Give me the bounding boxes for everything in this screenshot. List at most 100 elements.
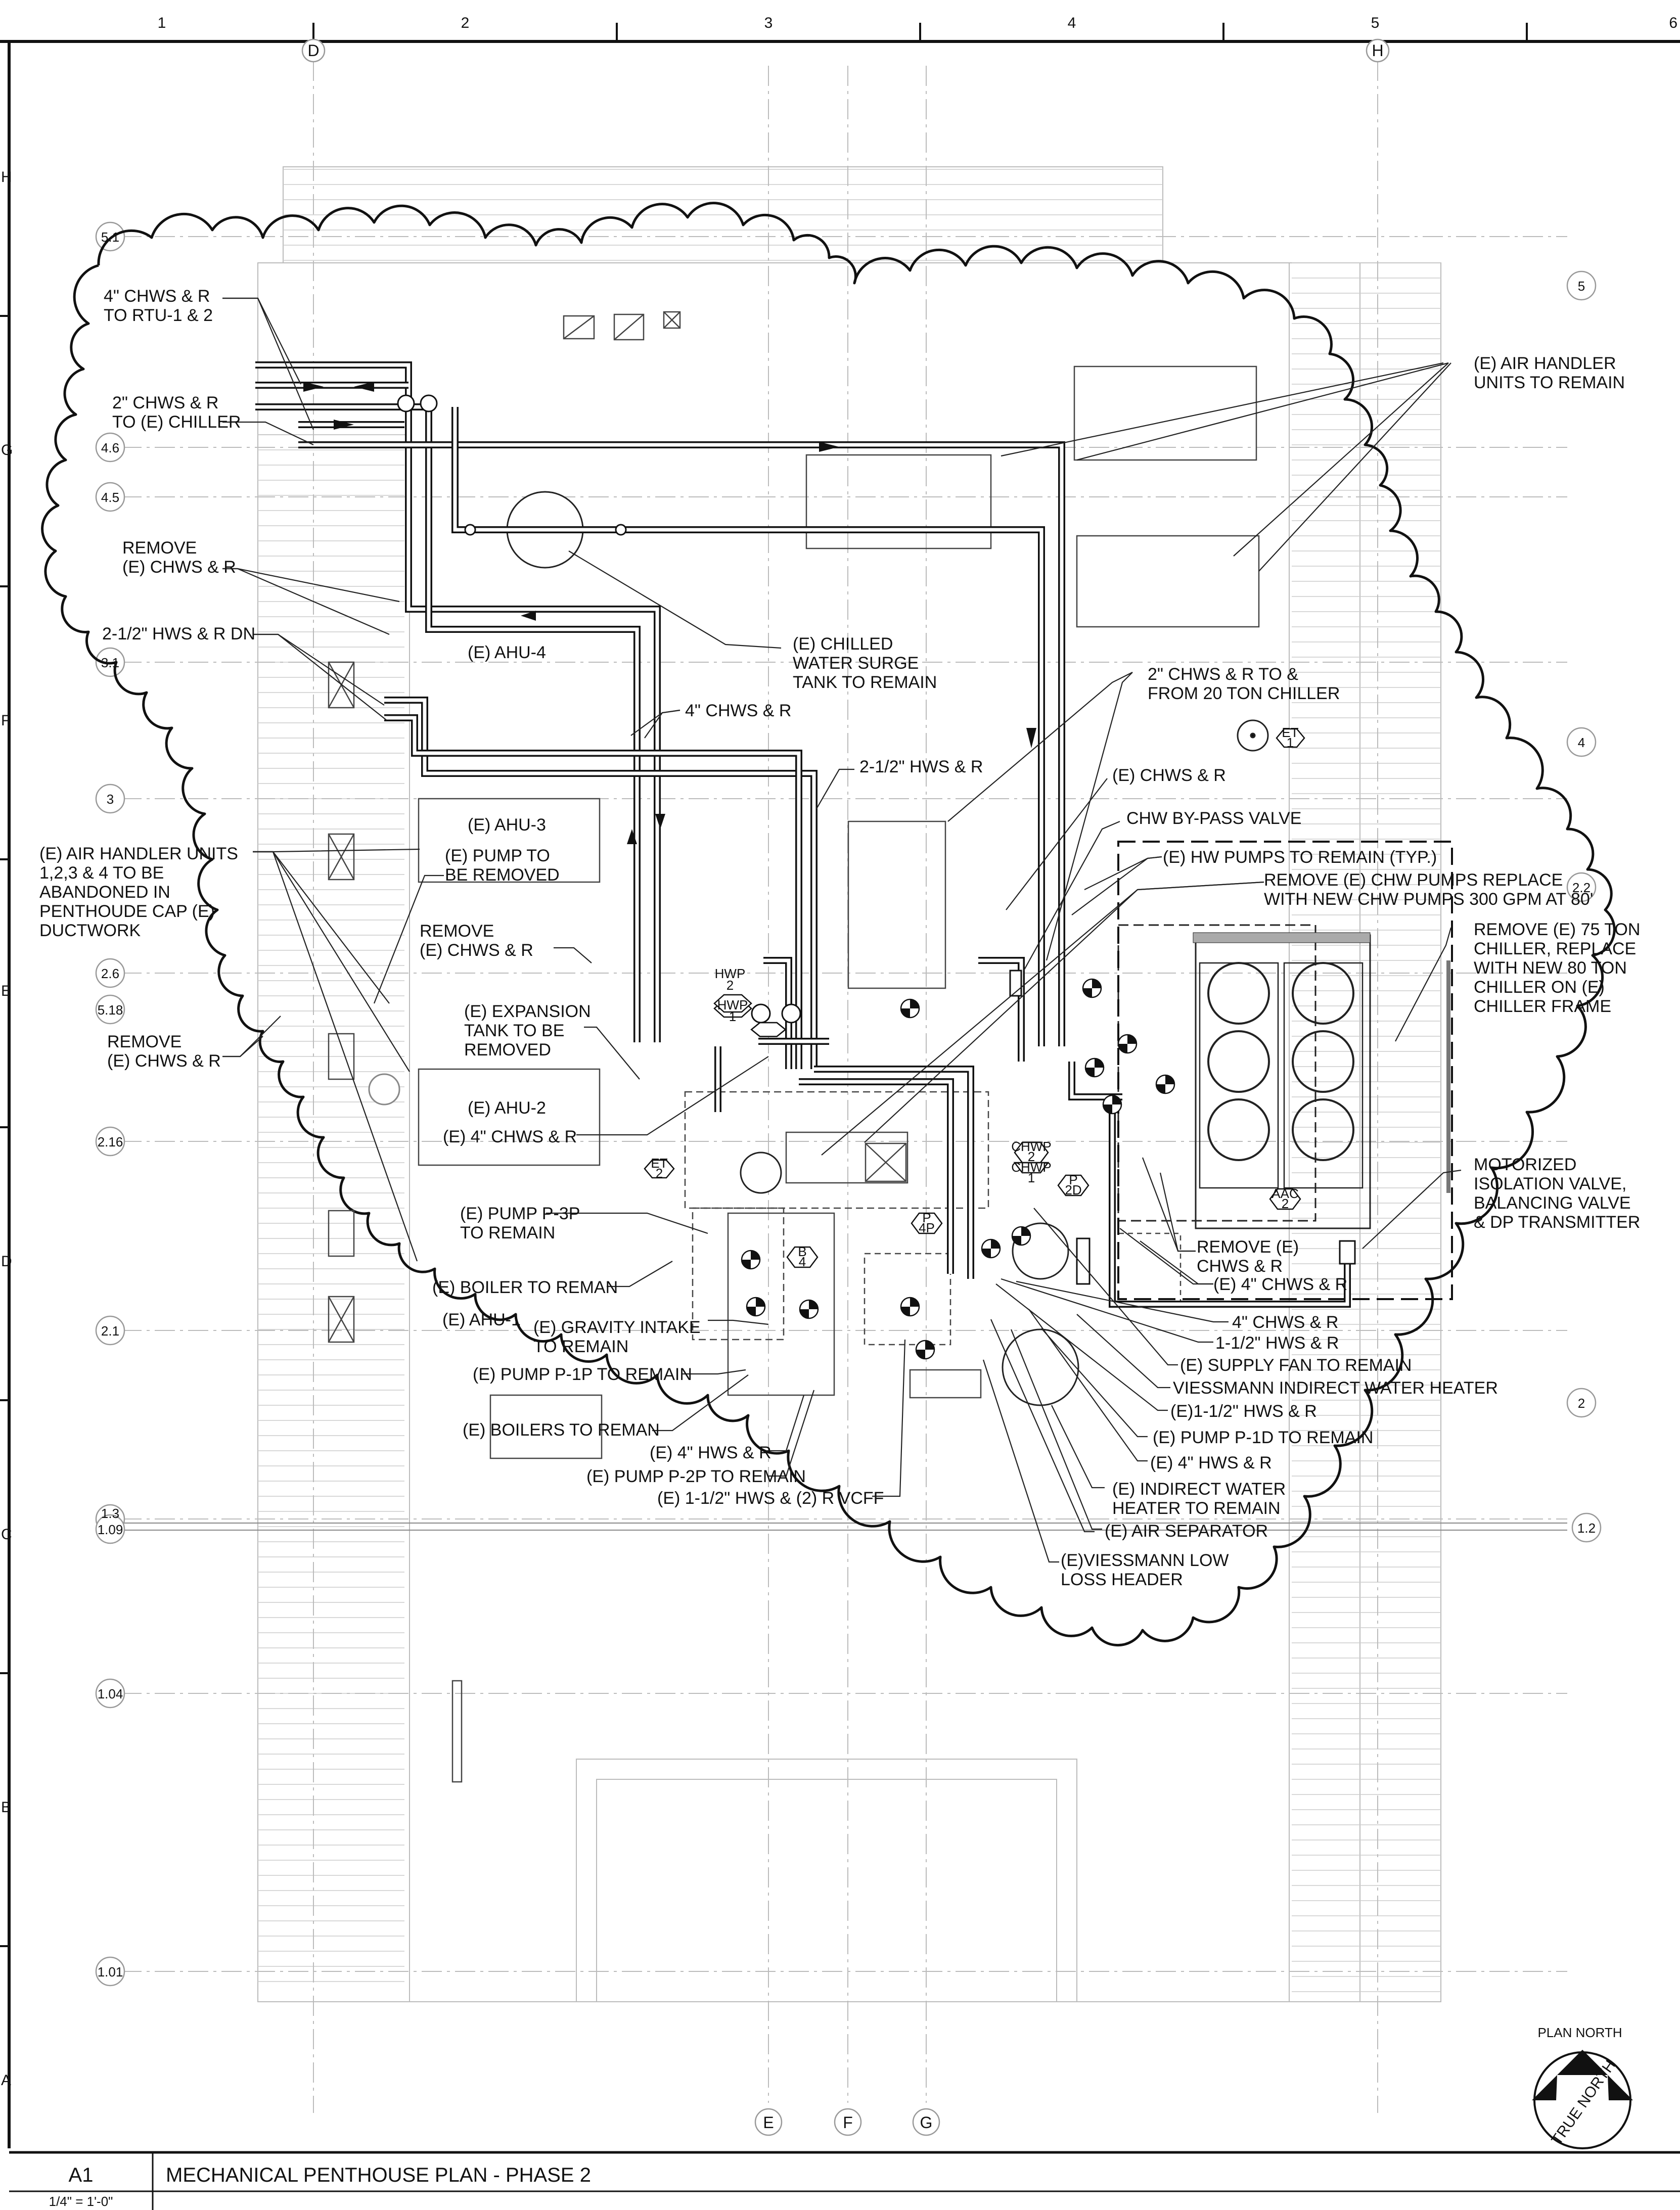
grid-bubble-label: 1.09 — [98, 1522, 123, 1537]
equipment-tag-text: HWP 2 HWP 1 ET 1 ET 2 CHWP 2 CHWP 1 P 2D… — [651, 725, 1298, 1269]
row-letter: A — [1, 2072, 11, 2089]
callout-hws-e1half: (E)1-1/2" HWS & R — [1170, 1402, 1317, 1421]
callout-hws-2half: 2-1/2" HWS & R — [859, 757, 983, 776]
callout-chws-e4-right: (E) 4" CHWS & R — [1213, 1275, 1347, 1294]
tag-hwp-1: HWP — [717, 997, 748, 1012]
callout-hws-e4-right: (E) 4" HWS & R — [1150, 1453, 1272, 1472]
callout-chiller-replace: CHILLER FRAME — [1474, 997, 1611, 1016]
callout-hw-pumps: (E) HW PUMPS TO REMAIN (TYP.) — [1163, 848, 1437, 867]
callout-motorized-valve: ISOLATION VALVE, — [1474, 1174, 1626, 1193]
callout-surge-tank: (E) CHILLED — [793, 634, 893, 654]
callout-expansion-tank: REMOVED — [464, 1040, 551, 1060]
chiller-replacement-boundary — [1117, 841, 1453, 1300]
column-number: 5 — [1371, 15, 1380, 31]
grid-bubble-label: 2.2 — [1572, 880, 1591, 895]
callout-chw-pumps: WITH NEW CHW PUMPS 300 GPM AT 80' — [1264, 890, 1593, 909]
tag-et-2-num: 2 — [656, 1166, 663, 1181]
callout-pump-p3p: TO REMAIN — [460, 1223, 555, 1242]
drawing-scale: 1/4" = 1'-0" — [49, 2194, 113, 2209]
grid-bubble-label: 4.5 — [101, 490, 119, 505]
tag-hwp-1-num: 1 — [729, 1009, 736, 1024]
column-number: 6 — [1669, 15, 1677, 31]
callout-remove-chws-4: REMOVE (E) — [1197, 1237, 1299, 1257]
callout-pump-p3p: (E) PUMP P-3P — [460, 1204, 580, 1223]
grid-bubble-label: 2.16 — [98, 1134, 123, 1149]
callout-bypass-valve: CHW BY-PASS VALVE — [1126, 809, 1301, 828]
row-letter: E — [1, 983, 11, 999]
row-letter: B — [1, 1799, 11, 1816]
column-number: 3 — [764, 15, 773, 31]
sheet-border — [0, 23, 1680, 2148]
grid-bubble-label: D — [307, 41, 319, 60]
callout-indirect-heater: HEATER TO REMAIN — [1112, 1499, 1281, 1518]
grid-line-double — [121, 1523, 1567, 1531]
callout-expansion-tank: TANK TO BE — [464, 1021, 564, 1040]
callout-ahu-abandon: DUCTWORK — [39, 921, 141, 940]
callout-chws-chiller: 2" CHWS & R — [112, 393, 218, 412]
callout-chws-4in: 4" CHWS & R — [685, 701, 791, 720]
tag-p-2d-num: 2D — [1065, 1182, 1081, 1198]
tag-hwp-2-num: 2 — [727, 978, 734, 993]
grid-bubble-label: 4.6 — [101, 440, 119, 455]
callout-expansion-tank: (E) EXPANSION — [464, 1002, 591, 1021]
equipment-tags — [644, 728, 1305, 1268]
grid-bubble-label: 5.18 — [98, 1002, 123, 1018]
callout-chws-20ton: 2" CHWS & R TO & — [1148, 665, 1298, 684]
callout-ahu1: (E) AHU-1 — [442, 1310, 521, 1329]
callout-hws-vcff: (E) 1-1/2" HWS & (2) R VCFF — [657, 1489, 884, 1508]
grid-bubble-label: 3 — [107, 792, 114, 807]
revision-cloud — [41, 202, 1616, 1647]
row-letter: C — [1, 1526, 12, 1543]
tag-aac-2: AAC — [1272, 1186, 1298, 1201]
grid-bubbles — [95, 38, 1602, 2136]
north-arrow: PLAN NORTH TRUE NORTH — [1532, 2025, 1633, 2149]
row-letter: G — [1, 442, 13, 458]
callout-pump-p1p: (E) PUMP P-1P TO REMAIN — [473, 1365, 692, 1384]
callout-low-loss-header: LOSS HEADER — [1061, 1570, 1183, 1589]
callout-remove-chws-3: (E) CHWS & R — [107, 1051, 221, 1071]
callout-boilers-reman: (E) BOILERS TO REMAN — [463, 1420, 660, 1440]
callout-ahu-abandon: ABANDONED IN — [39, 883, 170, 902]
callout-supply-fan: (E) SUPPLY FAN TO REMAIN — [1180, 1356, 1412, 1375]
tag-et-2: ET — [651, 1156, 667, 1171]
callout-remove-chws-2: REMOVE — [420, 922, 494, 941]
tag-p-4p: P — [922, 1210, 931, 1225]
roof-hatch — [258, 169, 1441, 1992]
callout-motorized-valve: BALANCING VALVE — [1474, 1193, 1631, 1213]
grid-bubble-label: 1.2 — [1577, 1521, 1596, 1536]
callout-chws-rtu: TO RTU-1 & 2 — [104, 306, 213, 325]
callout-labels: 4" CHWS & RTO RTU-1 & 22" CHWS & RTO (E)… — [39, 287, 1640, 1589]
callout-ahu2: (E) AHU-2 — [468, 1098, 546, 1118]
tag-et-1: ET — [1282, 725, 1298, 740]
tag-aac-2-num: 2 — [1282, 1196, 1289, 1211]
callout-motorized-valve: MOTORIZED — [1474, 1155, 1576, 1174]
tag-hwp-2: HWP — [715, 966, 746, 981]
callout-hws-1half: 1-1/2" HWS & R — [1215, 1333, 1339, 1353]
tag-chwp-2-num: 2 — [1028, 1149, 1035, 1164]
tag-chwp-1-num: 1 — [1028, 1170, 1035, 1185]
grid-bubble-label: H — [1372, 41, 1383, 60]
callout-remove-chws-1: REMOVE — [122, 538, 197, 558]
callout-pump-p1d: (E) PUMP P-1D TO REMAIN — [1153, 1428, 1373, 1447]
callout-ahu-abandon: PENTHOUDE CAP (E) — [39, 902, 215, 921]
callout-ahu-abandon: (E) AIR HANDLER UNITS — [39, 844, 238, 863]
callout-remove-chws-1: (E) CHWS & R — [122, 558, 236, 577]
callout-ahu3: (E) AHU-3 — [468, 815, 546, 835]
callout-hws-dn: 2-1/2" HWS & R DN — [102, 624, 255, 643]
callout-ahu-remain: UNITS TO REMAIN — [1474, 373, 1625, 392]
callout-surge-tank: TANK TO REMAIN — [793, 673, 937, 692]
tag-chwp-1: CHWP — [1011, 1160, 1051, 1175]
callout-chiller-replace: WITH NEW 80 TON — [1474, 958, 1627, 978]
callout-motorized-valve: & DP TRANSMITTER — [1474, 1213, 1640, 1232]
callout-remove-chws-3: REMOVE — [107, 1032, 181, 1051]
callout-air-separator: (E) AIR SEPARATOR — [1105, 1522, 1268, 1541]
callout-surge-tank: WATER SURGE — [793, 654, 919, 673]
callout-remove-chws-2: (E) CHWS & R — [420, 941, 533, 960]
row-letter: H — [1, 169, 12, 186]
grid-bubble-label: 2 — [1578, 1396, 1585, 1411]
callout-chws-4in-right: 4" CHWS & R — [1232, 1313, 1338, 1332]
callout-pump-p2p: (E) PUMP P-2P TO REMAIN — [586, 1467, 806, 1486]
tag-chwp-2: CHWP — [1011, 1139, 1051, 1154]
callout-gravity-intake: TO REMAIN — [533, 1337, 628, 1356]
